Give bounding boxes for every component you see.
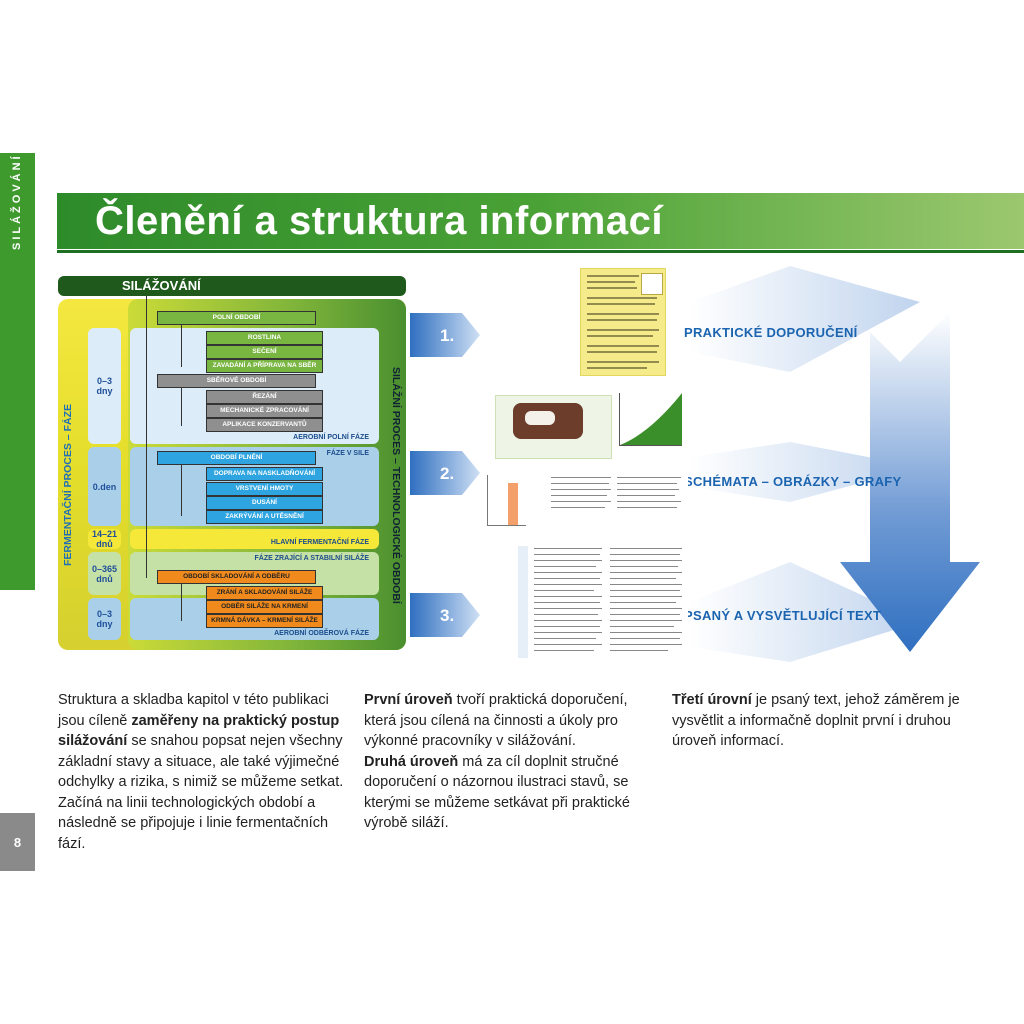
schema-thumbnail	[481, 385, 688, 537]
text-column-3: Třetí úrovní je psaný text, jehož záměre…	[672, 690, 972, 752]
duration-value: 14–21	[91, 529, 118, 539]
period-item: ZRÁNÍ A SKLADOVÁNÍ SILÁŽE	[206, 586, 323, 600]
paragraph-text: tvoří praktická doporučení, která jsou c…	[364, 692, 628, 749]
side-tab: SILÁŽOVÁNÍ	[0, 153, 35, 590]
period-item: SEČENÍ	[206, 345, 323, 359]
text-thumbnail	[510, 542, 688, 662]
period-item: MECHANICKÉ ZPRACOVÁNÍ	[206, 404, 323, 418]
period-item: ŘEZÁNÍ	[206, 390, 323, 404]
side-tab-label: SILÁŽOVÁNÍ	[11, 153, 23, 250]
text-column-1: Struktura a skladba kapitol v této publi…	[58, 690, 348, 854]
technology-vertical-label: SILÁŽNÍ PROCES – TECHNOLOGICKÉ OBDOBÍ	[390, 366, 402, 604]
text-column-2: První úroveň tvoří praktická doporučení,…	[364, 690, 656, 834]
duration-value: 0–3	[96, 376, 113, 386]
duration-value: 0–3	[96, 609, 113, 619]
level-3-label: PSANÝ A VYSVĚTLUJÍCÍ TEXT	[684, 608, 882, 623]
zone-label: AEROBNÍ ODBĚROVÁ FÁZE	[274, 630, 369, 637]
growth-graph	[619, 393, 682, 446]
page-title: Členění a struktura informací	[95, 199, 663, 243]
tree-branch	[181, 387, 182, 426]
period-item: DOPRAVA NA NASKLADŇOVÁNÍ	[206, 467, 323, 481]
zone-label: FÁZE ZRAJÍCÍ A STABILNÍ SILÁŽE	[254, 555, 369, 562]
duration-cell: 0.den	[88, 447, 121, 526]
figure-icon	[641, 273, 663, 295]
tree-trunk	[146, 296, 147, 578]
diagram-header-label: SILÁŽOVÁNÍ	[122, 278, 201, 293]
duration-value: 0.den	[92, 481, 117, 492]
zone-main-fermentation: HLAVNÍ FERMENTAČNÍ FÁZE	[130, 529, 379, 549]
period-item: ODBĚR SILÁŽE NA KRMENÍ	[206, 600, 323, 614]
level-number: 2.	[440, 464, 454, 483]
period-filling: OBDOBÍ PLNĚNÍ	[157, 451, 316, 465]
level-1-arrow: 1.	[410, 310, 480, 360]
paragraph-text: je psaný text, jehož záměrem je vysvětli…	[672, 692, 960, 749]
page-number: 8	[0, 813, 35, 871]
paragraph-emphasis: zaměřeny na praktický postup silážování	[58, 712, 340, 750]
recommendation-thumbnail	[580, 268, 666, 376]
diagram-header: SILÁŽOVÁNÍ	[58, 276, 406, 296]
duration-unit: dnů	[96, 539, 113, 549]
level-number: 3.	[440, 606, 454, 625]
period-item: APLIKACE KONZERVANTŮ	[206, 418, 323, 432]
paragraph-emphasis: Třetí úrovní	[672, 692, 752, 708]
tree-branch	[181, 464, 182, 516]
fermentation-vertical-label: FERMENTAČNÍ PROCES – FÁZE	[62, 404, 74, 566]
level-1-label: PRAKTICKÉ DOPORUČENÍ	[684, 325, 858, 340]
period-item: VRSTVENÍ HMOTY	[206, 482, 323, 496]
level-2-arrow: 2.	[410, 448, 480, 498]
tree-branch	[181, 583, 182, 621]
period-storage: OBDOBÍ SKLADOVÁNÍ A ODBĚRU	[157, 570, 316, 584]
period-item: KRMNÁ DÁVKA – KRMENÍ SILÁŽE	[206, 614, 323, 628]
zone-label: AEROBNÍ POLNÍ FÁZE	[293, 434, 369, 441]
flow-arrows-graphic	[690, 266, 980, 662]
bar-graph	[487, 475, 526, 526]
title-bar: Členění a struktura informací	[57, 193, 1024, 249]
duration-unit: dny	[96, 386, 113, 396]
period-item: ZAKRÝVÁNÍ A UTĚSNĚNÍ	[206, 510, 323, 524]
duration-unit: dnů	[96, 573, 113, 584]
paragraph-emphasis: První úroveň	[364, 692, 453, 708]
title-underline	[57, 250, 1024, 253]
paragraph-text: Struktura a skladba kapitol v této publi…	[58, 692, 329, 729]
zone-label: HLAVNÍ FERMENTAČNÍ FÁZE	[270, 539, 369, 546]
period-harvest: SBĚROVÉ OBDOBÍ	[157, 374, 316, 388]
level-2-label: SCHÉMATA – OBRÁZKY – GRAFY	[684, 474, 902, 489]
period-item: ROSTLINA	[206, 331, 323, 345]
paragraph-text: se snahou popsat nejen všechny základní …	[58, 733, 344, 852]
tree-branch	[181, 324, 182, 367]
duration-unit: dny	[96, 619, 113, 629]
period-field: POLNÍ OBDOBÍ	[157, 311, 316, 325]
period-item: DUSÁNÍ	[206, 496, 323, 510]
level-3-arrow: 3.	[410, 590, 480, 640]
paragraph-emphasis: Druhá úroveň	[364, 753, 459, 770]
paragraph-text: má za cíl doplnit stručné doporučení o n…	[364, 753, 630, 832]
level-number: 1.	[440, 326, 454, 345]
period-item: ZAVADÁNÍ A PŘÍPRAVA NA SBĚR	[206, 359, 323, 373]
zone-label: FÁZE V SILE	[326, 450, 369, 457]
duration-value: 0–365	[91, 563, 118, 574]
